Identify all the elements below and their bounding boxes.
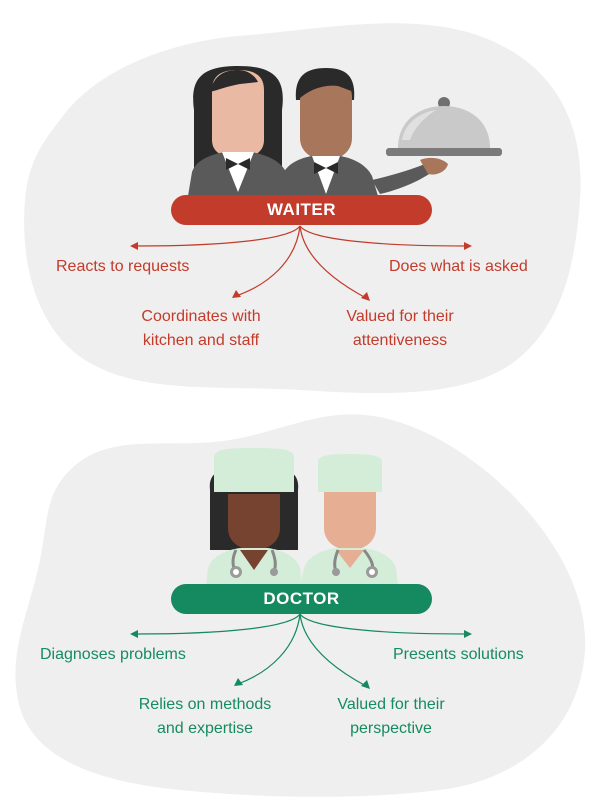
waiter-section: WAITER Reacts to requests Does what is a… — [0, 0, 601, 400]
waiter-item-valued: Valued for their attentiveness — [346, 308, 454, 349]
doctor-connector-arrows — [130, 613, 472, 689]
waiter-connector-arrows — [130, 225, 472, 301]
waiter-title-banner: WAITER — [171, 195, 432, 225]
waiter-item-coordinates: Coordinates with kitchen and staff — [141, 308, 261, 349]
stethoscope-icon — [332, 568, 340, 576]
doctor-illustration — [206, 448, 398, 586]
doctor-title-banner: DOCTOR — [171, 584, 432, 614]
waiter-illustration — [188, 66, 502, 196]
doctor-item-relies: Relies on methods and expertise — [138, 696, 272, 737]
doctor-item-diagnoses: Diagnoses problems — [40, 646, 186, 663]
male-waiter-icon — [278, 68, 448, 196]
serving-cloche-icon — [386, 97, 502, 156]
doctor-title: DOCTOR — [263, 589, 340, 608]
doctor-section: DOCTOR Diagnoses problems Presents solut… — [0, 400, 601, 800]
female-doctor-icon — [206, 448, 302, 586]
waiter-title: WAITER — [266, 200, 337, 219]
waiter-item-does-asked: Does what is asked — [389, 258, 528, 275]
female-waiter-icon — [188, 66, 288, 196]
doctor-item-presents: Presents solutions — [393, 646, 524, 663]
waiter-item-reacts: Reacts to requests — [56, 258, 190, 275]
male-doctor-icon — [300, 454, 398, 586]
doctor-item-valued: Valued for their perspective — [337, 696, 445, 737]
